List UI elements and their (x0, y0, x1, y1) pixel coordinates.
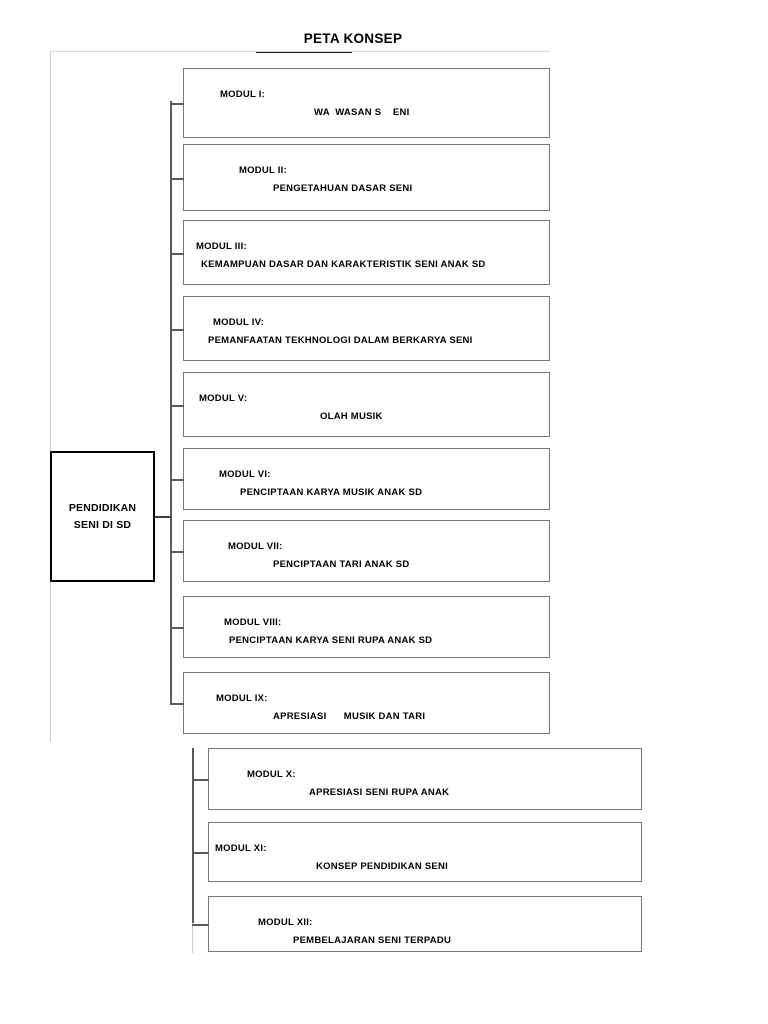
box-connector-stub (170, 253, 184, 255)
module-number-label: MODUL VI: (219, 469, 271, 480)
root-node-text: PENDIDIKAN SENI DI SD (69, 500, 136, 534)
box-connector-stub (170, 551, 184, 553)
frame-left-rule (50, 51, 51, 742)
module-box: MODUL VIII: PENCIPTAAN KARYA SENI RUPA AN… (183, 596, 550, 658)
module-title-text: WA WASAN S ENI (314, 107, 410, 118)
module-number-label: MODUL II: (239, 165, 287, 176)
module-title-text: PEMANFAATAN TEKHNOLOGI DALAM BERKARYA SE… (208, 335, 473, 346)
trunk-line-upper-group (170, 101, 172, 703)
module-title-text: PENCIPTAAN TARI ANAK SD (273, 559, 410, 570)
module-number-label: MODUL IV: (213, 317, 265, 328)
module-number-label: MODUL III: (196, 241, 247, 252)
trunk-line-lower-group (192, 748, 194, 923)
root-connector-line (155, 516, 171, 518)
module-number-label: MODUL XI: (215, 843, 267, 854)
module-title-text: PENCIPTAAN KARYA SENI RUPA ANAK SD (229, 635, 433, 646)
root-node-pendidikan-seni-di-sd: PENDIDIKAN SENI DI SD (50, 451, 155, 582)
box-connector-stub (170, 703, 184, 705)
module-box: MODUL I: WA WASAN S ENI (183, 68, 550, 138)
module-box: MODUL X: APRESIASI SENI RUPA ANAK (208, 748, 642, 810)
root-node-line-2: SENI DI SD (73, 518, 132, 531)
module-title-text: OLAH MUSIK (320, 411, 383, 422)
module-number-label: MODUL IX: (216, 693, 268, 704)
trunk-line-lower-tail (192, 923, 194, 953)
module-number-label: MODUL VIII: (224, 617, 282, 628)
box-connector-stub (192, 779, 209, 781)
box-connector-stub (170, 329, 184, 331)
box-connector-stub (170, 103, 184, 105)
module-box: MODUL VI: PENCIPTAAN KARYA MUSIK ANAK SD (183, 448, 550, 510)
module-title-text: PENCIPTAAN KARYA MUSIK ANAK SD (240, 487, 423, 498)
module-box: MODUL IX: APRESIASI MUSIK DAN TARI (183, 672, 550, 734)
module-number-label: MODUL V: (199, 393, 248, 404)
module-number-label: MODUL VII: (228, 541, 283, 552)
box-connector-stub (170, 479, 184, 481)
module-box: MODUL III: KEMAMPUAN DASAR DAN KARAKTERIS… (183, 220, 550, 285)
page-title: PETA KONSEP (303, 31, 403, 46)
frame-top-rule (50, 51, 550, 52)
box-connector-stub (170, 627, 184, 629)
module-box: MODUL VII: PENCIPTAAN TARI ANAK SD (183, 520, 550, 582)
root-node-line-1: PENDIDIKAN (68, 501, 137, 514)
module-title-text: KONSEP PENDIDIKAN SENI (316, 861, 449, 872)
module-number-label: MODUL I: (220, 89, 266, 100)
module-number-label: MODUL XII: (258, 917, 313, 928)
title-underline-rule (256, 51, 352, 53)
box-connector-stub (192, 852, 209, 854)
box-connector-stub (170, 178, 184, 180)
module-box: MODUL IV: PEMANFAATAN TEKHNOLOGI DALAM BE… (183, 296, 550, 361)
box-connector-stub (192, 924, 209, 926)
box-connector-stub (170, 405, 184, 407)
module-box: MODUL II: PENGETAHUAN DASAR SENI (183, 144, 550, 211)
module-box: MODUL XII: PEMBELAJARAN SENI TERPADU (208, 896, 642, 952)
module-number-label: MODUL X: (247, 769, 296, 780)
module-title-text: KEMAMPUAN DASAR DAN KARAKTERISTIK SENI A… (201, 259, 486, 270)
module-title-text: PENGETAHUAN DASAR SENI (273, 183, 413, 194)
module-box: MODUL XI: KONSEP PENDIDIKAN SENI (208, 822, 642, 882)
module-box: MODUL V: OLAH MUSIK (183, 372, 550, 437)
module-title-text: PEMBELAJARAN SENI TERPADU (293, 935, 452, 946)
module-title-text: APRESIASI MUSIK DAN TARI (273, 711, 426, 722)
module-title-text: APRESIASI SENI RUPA ANAK (309, 787, 450, 798)
